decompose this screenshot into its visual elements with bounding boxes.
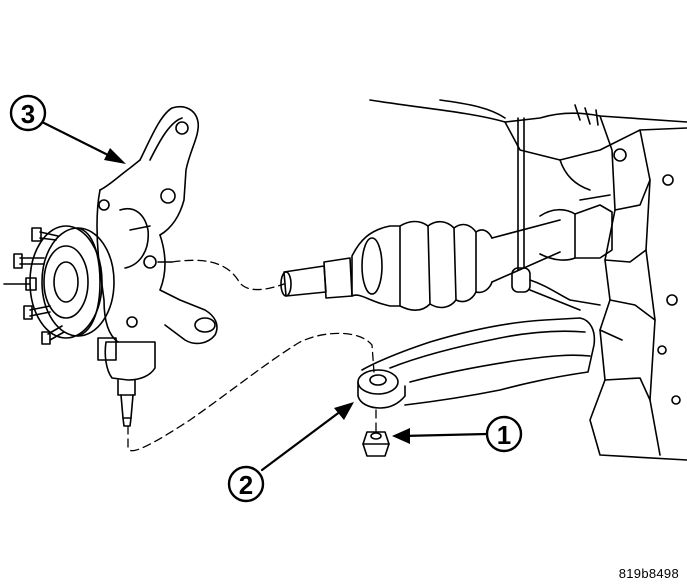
callout-2-label: 2 [239, 470, 253, 500]
callout-2: 2 [227, 465, 265, 503]
callout-1-leader [400, 432, 489, 438]
callout-3: 3 [9, 94, 47, 132]
lower-control-arm [357, 317, 596, 457]
callout-3-arrowhead [104, 148, 126, 164]
callout-1-label: 1 [497, 420, 511, 450]
arrowheads [104, 148, 410, 444]
callout-2-leader [260, 406, 347, 472]
vehicle-body-structure [369, 99, 687, 461]
callout-2-arrowhead [334, 402, 354, 420]
assembly-guide-lines [127, 259, 377, 452]
steering-knuckle [96, 106, 218, 427]
half-shaft [280, 194, 613, 312]
wheel-hub [3, 225, 115, 345]
figure-id: 819b8498 [618, 566, 679, 581]
callout-3-label: 3 [21, 99, 35, 129]
callout-3-leader [40, 120, 120, 162]
stabilizer-link [511, 117, 601, 311]
callout-leaders [40, 120, 489, 472]
callout-1: 1 [485, 415, 523, 453]
callout-1-arrowhead [392, 428, 410, 444]
